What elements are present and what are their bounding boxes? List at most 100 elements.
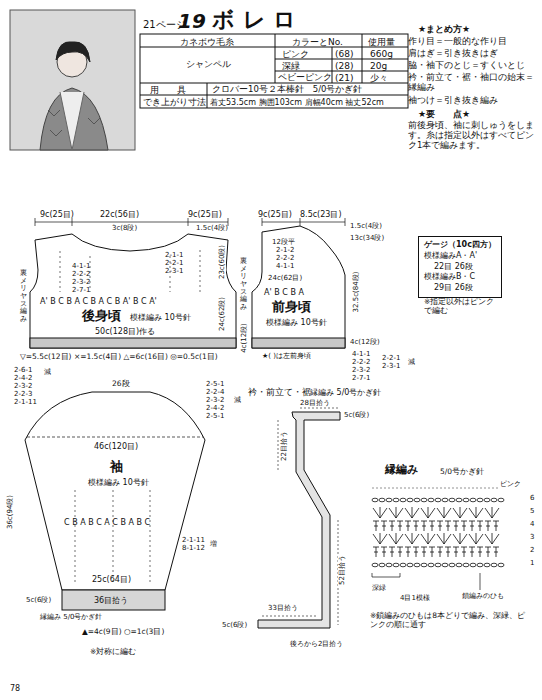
label-text: 使用量 bbox=[368, 37, 395, 47]
label-text: (68) bbox=[335, 49, 353, 59]
label-text: 52目拾う bbox=[338, 554, 346, 586]
label-text: A' B C B A C B A C B A' B C A' bbox=[40, 297, 157, 306]
edging-chart bbox=[372, 488, 504, 590]
label-text: 1 bbox=[530, 559, 534, 567]
label-text: 2 bbox=[530, 546, 534, 554]
label-text: 20g bbox=[370, 61, 387, 71]
label-text: 後ろから2目拾う bbox=[290, 640, 343, 648]
node-text: 29目 26段 bbox=[424, 283, 496, 294]
label-text: 後身頃 bbox=[82, 309, 121, 324]
label-text: 2-5-1 bbox=[206, 412, 224, 420]
label-text: 3c(8段) bbox=[112, 224, 137, 232]
label-text: 12段平 bbox=[272, 238, 295, 246]
model-photo bbox=[10, 10, 135, 150]
label-text: 5/0号かぎ針 bbox=[440, 468, 484, 477]
node-text: 模様編みB・C bbox=[424, 272, 496, 283]
label-text: 模様編み 10号針 bbox=[88, 478, 149, 487]
label-text: 2-1-2 bbox=[276, 246, 294, 254]
label-text: 25c(64目) bbox=[92, 575, 131, 584]
label-text: 33目拾う bbox=[268, 604, 298, 612]
label-text: 増 bbox=[210, 540, 217, 548]
label-text: 32.5c(84段) bbox=[352, 271, 360, 314]
label-text: C B A B C A C B A B C bbox=[64, 518, 150, 527]
label-text: 衿・前立て・裾・袖口の始末＝縁編み bbox=[408, 73, 534, 93]
label-text: 2-2-4 bbox=[206, 388, 224, 396]
label-text: 裏メリヤス編み bbox=[240, 258, 247, 312]
label-text: 袖つけ＝引き抜き編み bbox=[408, 96, 498, 106]
label-text: 袖 bbox=[110, 460, 123, 475]
label-text: 2-4-2 bbox=[14, 374, 32, 382]
label-text: 8.5c(23目) bbox=[300, 210, 342, 219]
label-text: ▲=4c(9目) ○=1c(3目) bbox=[82, 628, 164, 637]
label-text: 13c(34段) bbox=[350, 234, 384, 242]
label-text: 26段 bbox=[112, 380, 130, 389]
label-text: 用 具 bbox=[150, 85, 186, 95]
label-text: (21) bbox=[335, 73, 353, 83]
label-text: でき上がり寸法 bbox=[143, 98, 206, 108]
label-text: 深緑 bbox=[372, 584, 386, 592]
label-text: 2-2-1 bbox=[165, 259, 183, 267]
label-text: ピンク bbox=[500, 480, 521, 488]
label-text: ※鎖編みのひもは8本どりで編み、深緑、ピンクの順に通す bbox=[370, 612, 530, 629]
label-text: (28) bbox=[335, 61, 353, 71]
label-text: 作り目＝一般的な作り目 bbox=[408, 37, 507, 47]
label-text: 2-1-11 bbox=[14, 398, 37, 406]
label-text: 4-1-1 bbox=[352, 350, 370, 358]
label-text: 模様編み 10号針 bbox=[130, 313, 191, 322]
label-text: 縁編み bbox=[385, 464, 418, 477]
label-text: 5 bbox=[530, 507, 534, 515]
label-text: 模様編み 10号針 bbox=[266, 318, 327, 327]
label-text: 22目拾う bbox=[280, 430, 288, 462]
node-text: 模様編みA・A' bbox=[424, 251, 496, 262]
label-text: 3 bbox=[530, 533, 534, 541]
label-text: 2-3-2 bbox=[352, 366, 370, 374]
label-text: 22c(56目) bbox=[100, 210, 139, 219]
label-text: 2-3-2 bbox=[72, 278, 90, 286]
label-text: 2-7-1 bbox=[72, 286, 90, 294]
label-text: ベビーピンク bbox=[278, 73, 332, 83]
label-text: A' B C B A bbox=[264, 288, 304, 297]
label-text: 2-4-2 bbox=[206, 404, 224, 412]
label-text: 少々 bbox=[370, 73, 388, 83]
label-text: 5c(6段) bbox=[344, 411, 369, 419]
label-text: 1.5c(4段) bbox=[350, 222, 382, 230]
label-text: 19 bbox=[178, 10, 206, 33]
label-text: 28目拾う bbox=[300, 399, 330, 407]
label-text: 衿・前立て・裾 bbox=[248, 388, 311, 398]
label-text: 4目1模様 bbox=[400, 594, 430, 602]
label-text: 減 bbox=[44, 368, 51, 376]
label-text: 2-5-1 bbox=[206, 380, 224, 388]
label-text: 2-2-2 bbox=[352, 358, 370, 366]
label-text: 前後身頃、袖に刺しゅうをします。糸は指定以外はすべてピンク1本で編みます。 bbox=[408, 121, 534, 150]
label-text: 4c(12段) bbox=[240, 322, 248, 354]
label-text: 24c(62目) bbox=[268, 274, 302, 282]
label-text: 2-6-1 bbox=[14, 366, 32, 374]
label-text: 36c(94段) bbox=[6, 494, 14, 530]
label-text: 2-2-3 bbox=[14, 390, 32, 398]
label-text: 9c(25目) bbox=[188, 210, 222, 219]
label-text: 減 bbox=[408, 358, 415, 366]
label-text: ▽=5.5c(12目) ×=1.5c(4目) △=6c(16目) ◎=0.5c(… bbox=[20, 353, 218, 362]
front-body-piece bbox=[252, 218, 345, 348]
label-text: 2-3-2 bbox=[206, 396, 224, 404]
sleeve-piece bbox=[25, 392, 205, 610]
label-text: 9c(25目) bbox=[40, 210, 74, 219]
label-text: 4c(12段) bbox=[350, 338, 380, 346]
label-text: クロバー10号２本棒針 5/0号かぎ針 bbox=[212, 85, 363, 95]
label-text: 6 bbox=[530, 494, 534, 502]
label-text: 前身頃 bbox=[272, 300, 311, 315]
material-table bbox=[140, 34, 408, 108]
label-text: 36目拾う bbox=[94, 596, 128, 605]
label-text: ★要 点★ bbox=[418, 109, 470, 119]
label-text: 減 bbox=[234, 396, 241, 404]
label-text: 縁編み 5/0号かぎ針 bbox=[310, 388, 381, 397]
label-text: 2-3-1 bbox=[165, 267, 183, 275]
gauge-box: ゲージ（10c四方）模様編みA・A'22目 26段模様編みB・C29目 26段 bbox=[418, 236, 502, 298]
label-text: 50c(128目)作る bbox=[95, 327, 155, 336]
label-text: 4 bbox=[530, 520, 534, 528]
label-text: シャンペル bbox=[186, 59, 231, 69]
node-text: 22目 26段 bbox=[424, 262, 496, 273]
back-body-piece bbox=[30, 218, 236, 348]
label-text: 2-3-1 bbox=[382, 362, 400, 370]
